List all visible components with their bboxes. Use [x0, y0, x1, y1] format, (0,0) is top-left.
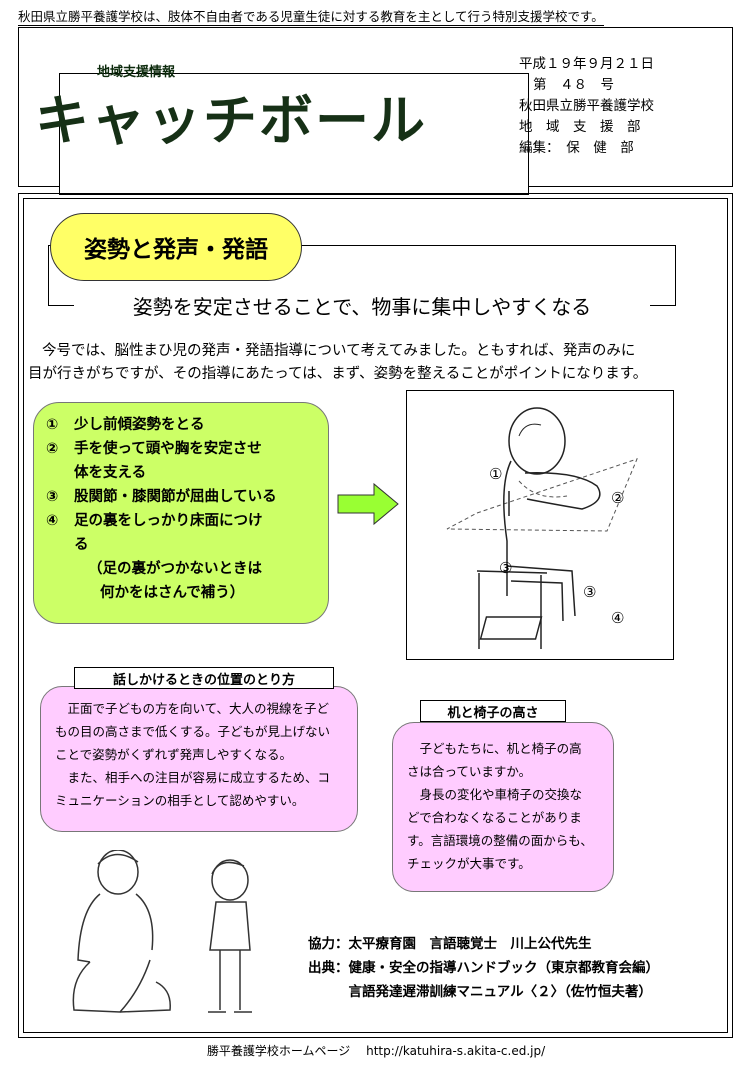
intro-line: 今号では、脳性まひ児の発声・発語指導について考えてみました。ともすれば、発声のみ…: [42, 343, 636, 359]
desk-line: どで合わなくなることがありま: [407, 810, 582, 825]
desk-box: 子どもたちに、机と椅子の高 さは合っていますか。 身長の変化や車椅子の交換な ど…: [392, 722, 614, 892]
position-line: ミュニケーションの相手として認めやすい。: [55, 793, 305, 808]
issue-date: 平成１９年９月２１日: [519, 56, 654, 72]
credit-line: 協力：太平療育園 言語聴覚士 川上公代先生: [308, 936, 592, 952]
figure-label: ①: [489, 465, 502, 483]
desk-line: す。言語環境の整備の面からも、: [407, 833, 593, 848]
figure-label: ②: [611, 489, 624, 507]
issue-info: 平成１９年９月２１日 第 ４８ 号 秋田県立勝平養護学校 地 域 支 援 部 編…: [519, 54, 654, 159]
school-name: 秋田県立勝平養護学校: [519, 98, 654, 114]
position-box: 正面で子どもの方を向いて、大人の視線を子ど もの目の高さまで低くする。子どもが見…: [40, 686, 358, 832]
position-line: もの目の高さまで低くする。子どもが見上げない: [55, 724, 331, 739]
credit-line: 出典：健康・安全の指導ハンドブック（東京都教育会編）: [308, 960, 659, 976]
content-frame: [18, 193, 733, 1038]
topic-badge: 姿勢と発声・発語: [50, 213, 302, 281]
point-item-cont: る: [74, 537, 89, 553]
intro-line: 目が行きがちですが、その指導にあたっては、まず、姿勢を整えることがポイントになり…: [28, 366, 648, 382]
header: 地域支援情報 キャッチボール 平成１９年９月２１日 第 ４８ 号 秋田県立勝平養…: [18, 27, 733, 195]
credits: 協力：太平療育園 言語聴覚士 川上公代先生 出典：健康・安全の指導ハンドブック（…: [308, 932, 659, 1004]
figure-label: ③: [499, 559, 512, 577]
content-frame-inner: [23, 198, 728, 1033]
newsletter-title: キャッチボール: [35, 89, 427, 152]
desk-label: 机と椅子の高さ: [420, 700, 566, 722]
school-description: 秋田県立勝平養護学校は、肢体不自由者である児童生徒に対する教育を主として行う特別…: [18, 9, 604, 26]
right-arrow-icon: [337, 482, 399, 526]
figure-label: ④: [611, 609, 624, 627]
desk-line: 身長の変化や車椅子の交換な: [407, 787, 583, 802]
points-note: 何かをはさんで補う）: [100, 585, 245, 601]
title-panel: [59, 73, 529, 195]
desk-line: チェックが大事です。: [407, 856, 531, 871]
topic-bracket: [48, 245, 676, 305]
position-label: 話しかけるときの位置のとり方: [74, 667, 334, 689]
topic-subtitle: 姿勢を安定させることで、物事に集中しやすくなる: [48, 290, 676, 320]
desk-line: 子どもたちに、机と椅子の高: [407, 741, 582, 756]
posture-figure: ① ② ③ ③ ④: [406, 390, 674, 660]
position-line: ことで姿勢がくずれず発声しやすくなる。: [55, 747, 293, 762]
position-line: 正面で子どもの方を向いて、大人の視線を子ど: [55, 701, 330, 716]
editor: 編集： 保 健 部: [519, 140, 634, 156]
seated-child-illustration: ① ② ③ ③ ④: [446, 407, 638, 649]
points-note: （足の裏がつかないときは: [88, 561, 262, 577]
issue-number: 第 ４８ 号: [533, 77, 614, 93]
credit-line: 言語発達遅滞訓練マニュアル〈２〉（佐竹恒夫著）: [308, 984, 652, 1000]
adult-child-illustration: [72, 850, 252, 1013]
department: 地 域 支 援 部: [519, 119, 641, 135]
header-subtitle: 地域支援情報: [97, 65, 176, 80]
position-line: また、相手への注目が容易に成立するため、コ: [55, 770, 331, 785]
figure-label: ③: [583, 583, 596, 601]
desk-line: さは合っていますか。: [407, 764, 532, 779]
point-item-cont: 体を支える: [74, 465, 147, 481]
homepage-footer: 勝平養護学校ホームページ http://katuhira-s.akita-c.e…: [206, 1044, 546, 1058]
intro-text: 今号では、脳性まひ児の発声・発語指導について考えてみました。ともすれば、発声のみ…: [28, 340, 718, 386]
